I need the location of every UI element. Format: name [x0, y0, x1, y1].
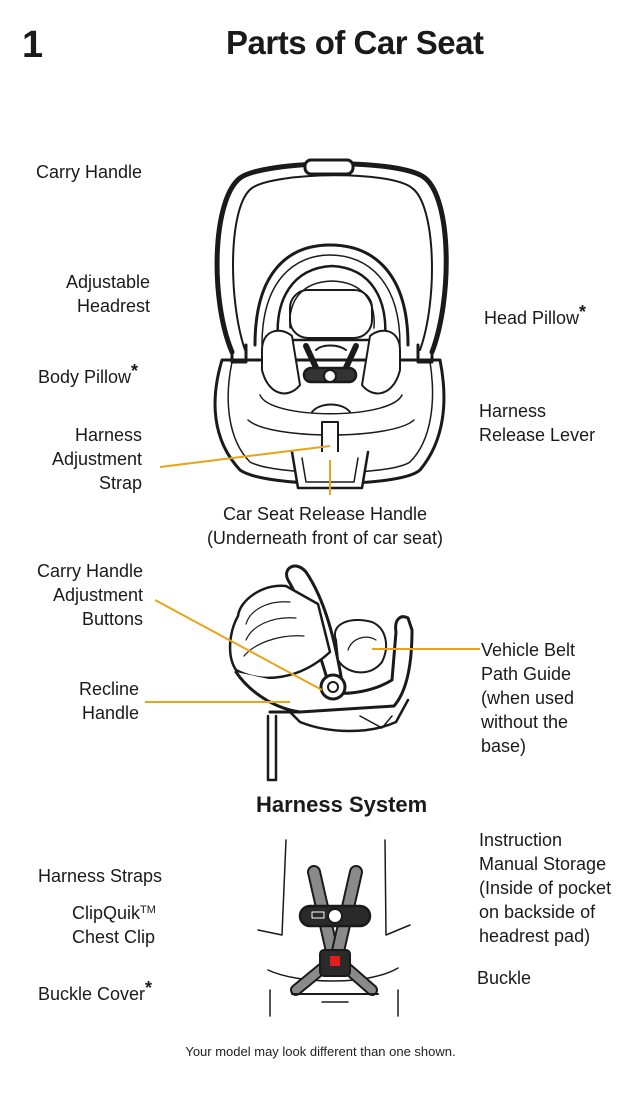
label-head-pillow: Head Pillow*	[484, 302, 587, 328]
label-harness-release-lever: Harness Release Lever	[479, 401, 596, 445]
label-adjustable-headrest: Adjustable Headrest	[65, 272, 150, 316]
label-buckle-cover: Buckle Cover*	[38, 978, 153, 1004]
page-number: 1	[22, 24, 44, 66]
label-buckle: Buckle	[477, 968, 532, 988]
label-recline-handle: Recline Handle	[78, 679, 139, 723]
leader-line-carry-handle-buttons	[154, 599, 323, 691]
leader-lines	[145, 445, 480, 703]
car-seat-side-view	[228, 564, 414, 782]
section-title-harness-system: Harness System	[256, 792, 428, 817]
harness-system-illustration	[257, 839, 411, 1017]
car-seat-front-view	[213, 158, 449, 490]
label-harness-straps: Harness Straps	[38, 866, 163, 886]
footnote: Your model may look different than one s…	[185, 1044, 456, 1059]
label-carry-handle: Carry Handle	[36, 162, 143, 182]
leader-line-harness-adjustment	[159, 445, 331, 468]
label-chest-clip: ClipQuikTM Chest Clip	[72, 903, 156, 947]
label-instruction-manual-storage: Instruction Manual Storage (Inside of po…	[479, 830, 612, 946]
label-harness-adjustment-strap: Harness Adjustment Strap	[51, 425, 142, 493]
label-carry-handle-adjustment-buttons: Carry Handle Adjustment Buttons	[36, 561, 143, 629]
label-car-seat-release-handle: Car Seat Release Handle (Underneath fron…	[206, 504, 444, 548]
label-vehicle-belt-path-guide: Vehicle Belt Path Guide (when used witho…	[481, 640, 576, 756]
page-title: Parts of Car Seat	[226, 24, 484, 61]
label-body-pillow: Body Pillow*	[38, 361, 139, 387]
